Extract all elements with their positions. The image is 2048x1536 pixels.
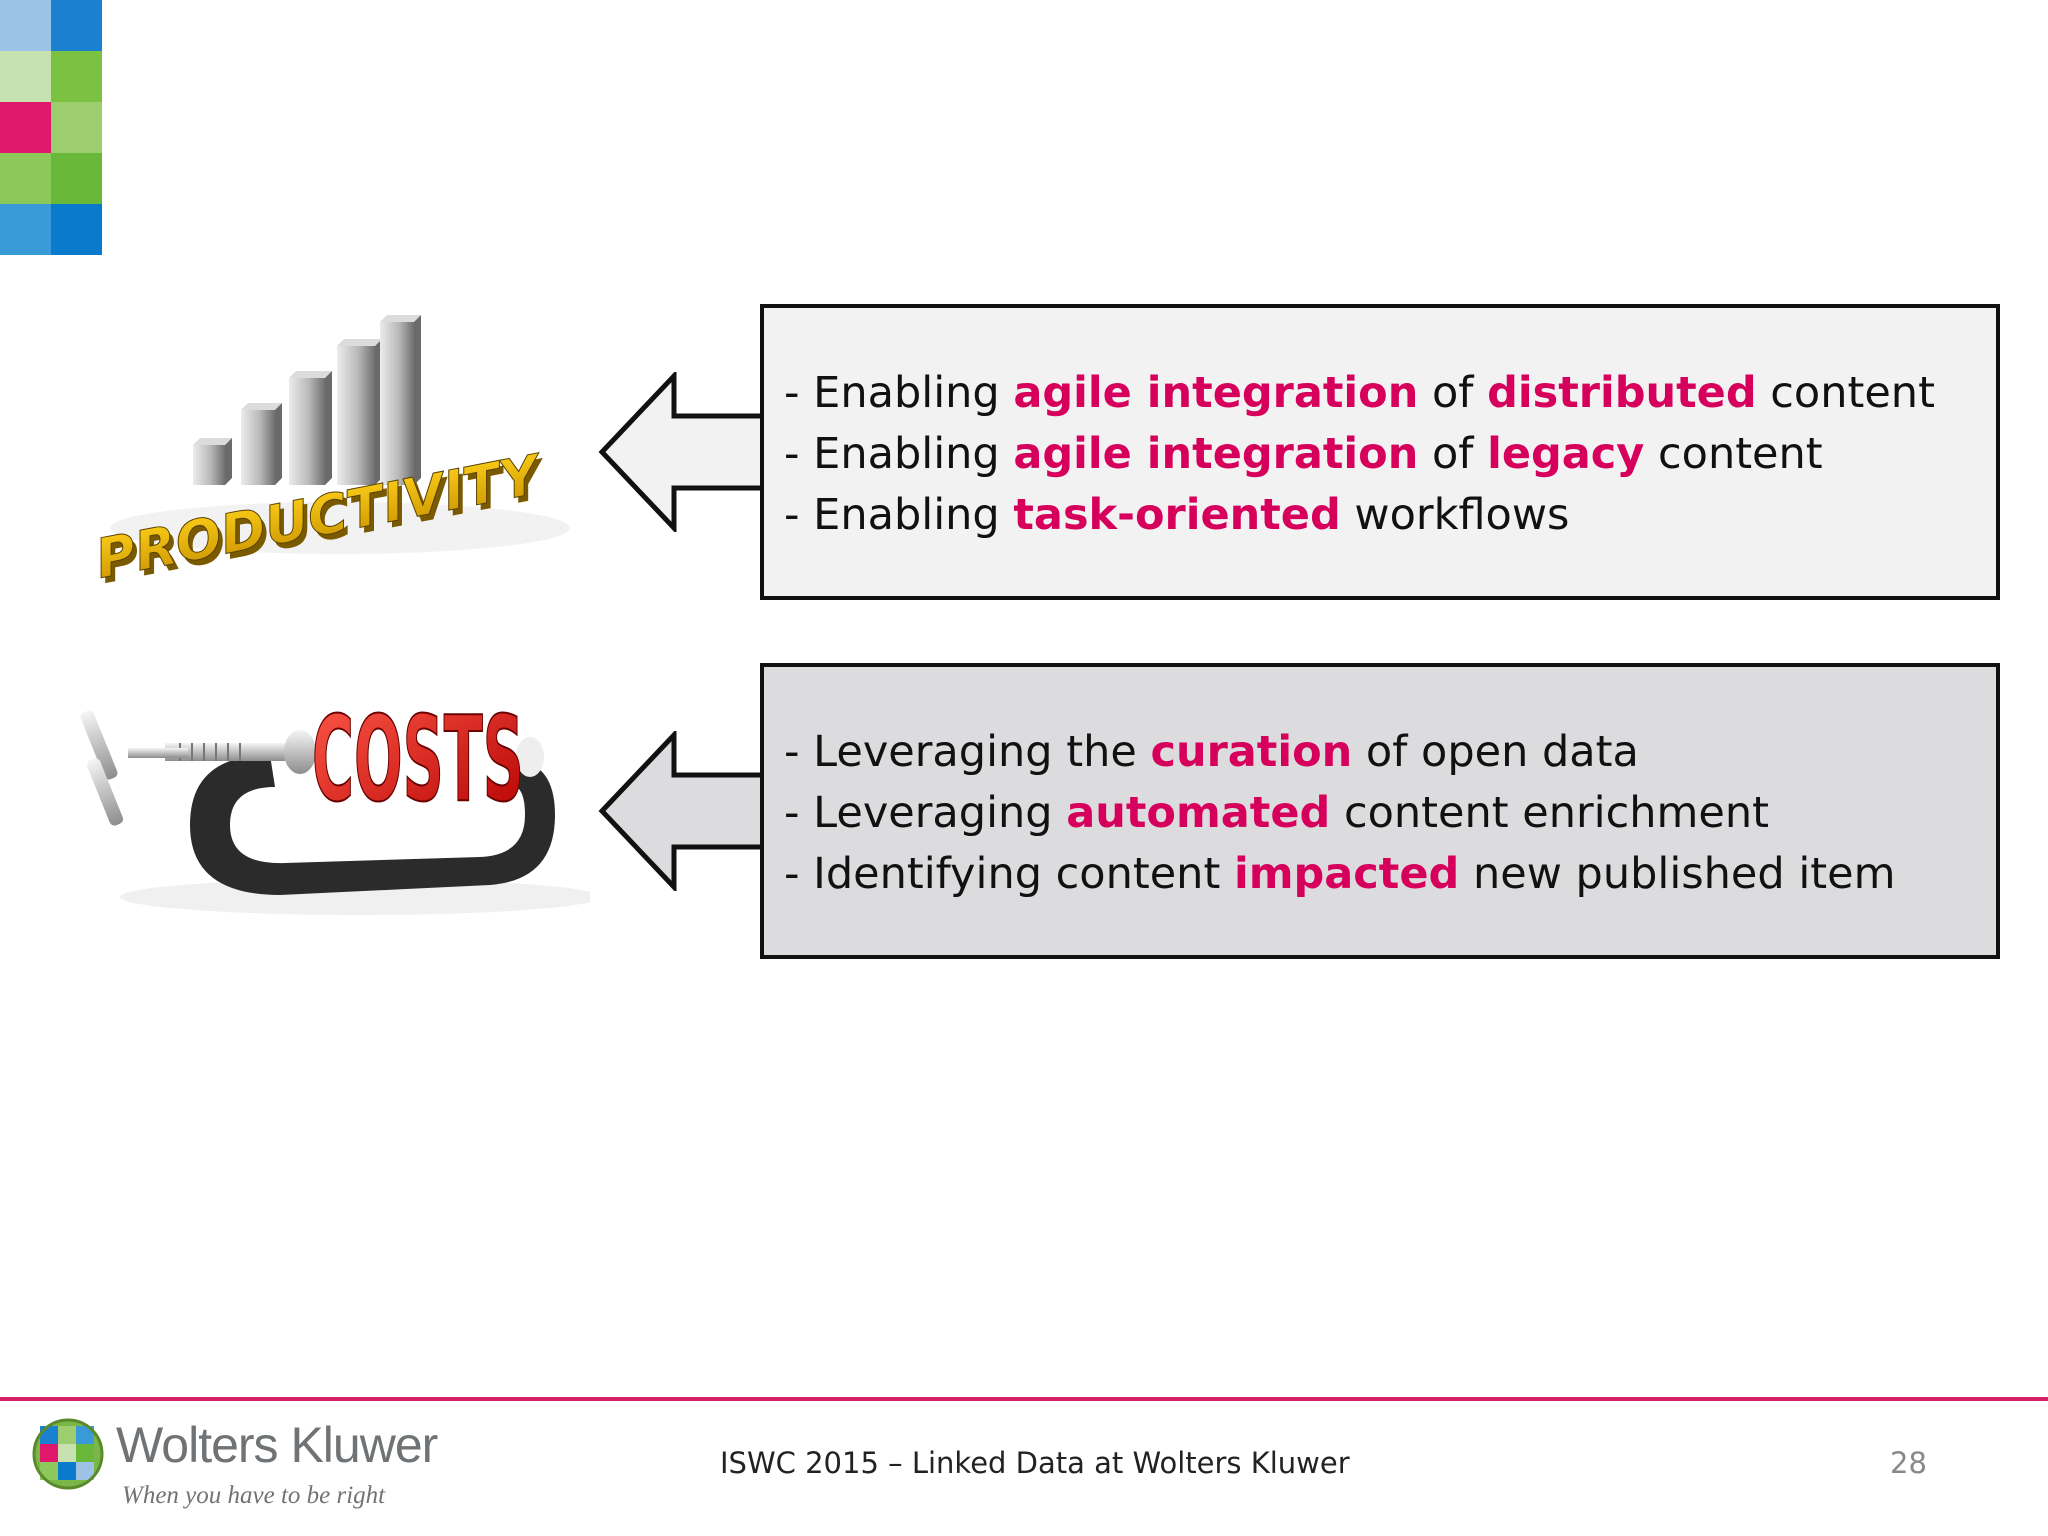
left-arrow-icon bbox=[598, 731, 766, 891]
benefit-line: - Leveraging automated content enrichmen… bbox=[784, 788, 1769, 838]
wolters-kluwer-logo: Wolters Kluwer When you have to be right bbox=[32, 1412, 472, 1522]
logo-wordmark: Wolters Kluwer bbox=[116, 1417, 438, 1473]
benefit-line: - Enabling agile integration of distribu… bbox=[784, 368, 1935, 418]
productivity-illustration: PRODUCTIVITY PRODUCTIVITY bbox=[80, 300, 590, 610]
left-arrow-icon bbox=[598, 372, 766, 532]
benefit-line: - Enabling agile integration of legacy c… bbox=[784, 429, 1823, 479]
cost-benefits-box: - Leveraging the curation of open data -… bbox=[760, 663, 2000, 959]
costs-word: COSTS bbox=[312, 690, 524, 828]
productivity-benefits-box: - Enabling agile integration of distribu… bbox=[760, 304, 2000, 600]
logo-tagline: When you have to be right bbox=[122, 1482, 386, 1509]
benefit-line: - Leveraging the curation of open data bbox=[784, 727, 1639, 777]
brand-mosaic bbox=[0, 0, 102, 256]
costs-illustration: COSTS bbox=[70, 665, 590, 925]
footer-divider bbox=[0, 1397, 2048, 1401]
page-number: 28 bbox=[1890, 1446, 1927, 1480]
globe-logo-icon bbox=[32, 1418, 104, 1490]
footer-title: ISWC 2015 – Linked Data at Wolters Kluwe… bbox=[720, 1446, 1350, 1480]
benefit-line: - Identifying content impacted new publi… bbox=[784, 849, 1896, 899]
benefit-line: - Enabling task-oriented workflows bbox=[784, 490, 1570, 540]
